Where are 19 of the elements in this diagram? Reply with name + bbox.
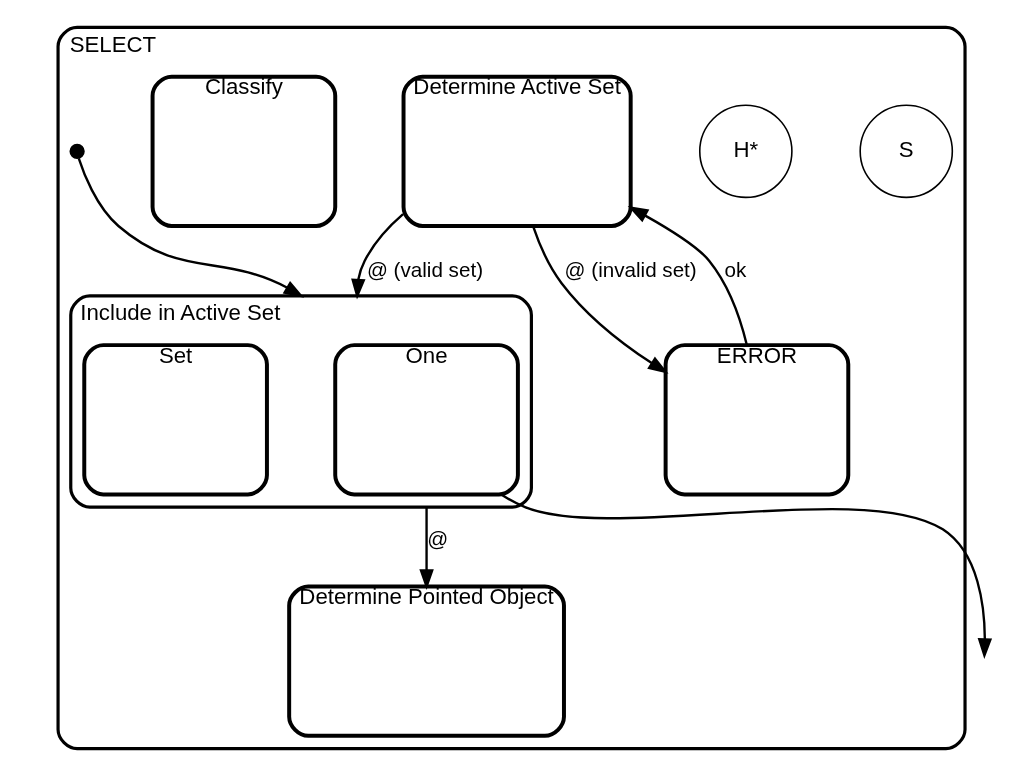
- edge-label: @ (invalid set): [564, 258, 697, 282]
- node-box: One: [332, 343, 520, 497]
- node-box: Determine Active Set: [401, 74, 633, 228]
- node-box: ERROR: [663, 343, 850, 497]
- edge-label: ok: [724, 258, 746, 282]
- arrow: [531, 226, 669, 374]
- arrow: [77, 157, 304, 298]
- node-box: Determine Pointed Object: [286, 584, 566, 738]
- edge-label: @: [426, 526, 448, 550]
- arrow: [500, 493, 992, 659]
- arrow: [627, 206, 748, 346]
- arrow: [350, 213, 404, 300]
- node-circle: S: [858, 104, 953, 199]
- arrow: [418, 507, 434, 591]
- node-circle: H*: [698, 104, 793, 199]
- node-circle: [68, 143, 85, 159]
- edge-label: @ (valid set): [366, 258, 483, 282]
- node-box: Set: [81, 343, 269, 497]
- node-box: Classify: [150, 74, 337, 228]
